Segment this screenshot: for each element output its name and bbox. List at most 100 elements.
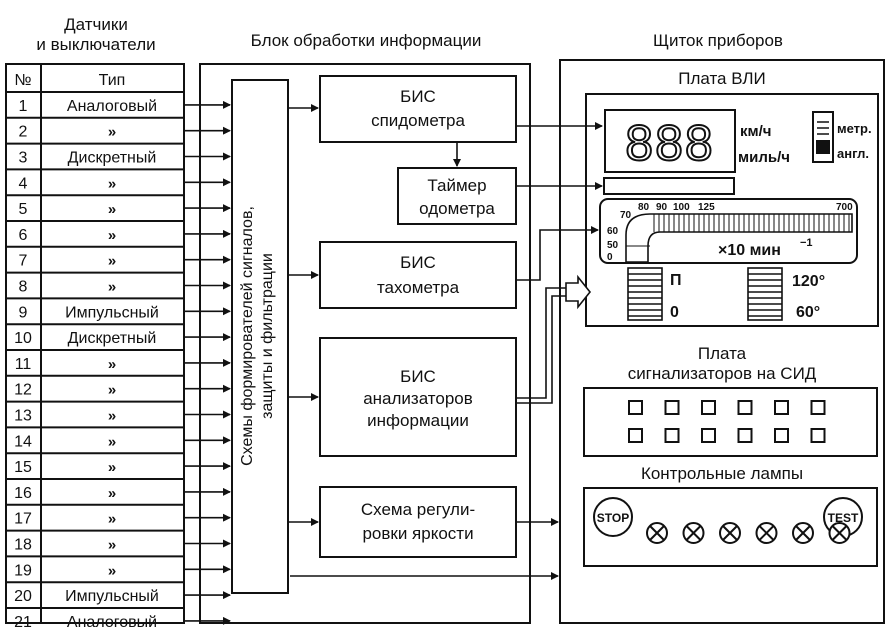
table-row-number: 4 — [19, 175, 28, 192]
tachometer-tick-marks — [626, 214, 850, 247]
led-indicator — [810, 400, 826, 415]
tacho-unit: ×10 мин — [718, 242, 781, 259]
odometer-timer-label-2: одометра — [419, 199, 495, 218]
mph-label: миль/ч — [738, 149, 790, 166]
tacho-tick-90: 90 — [656, 202, 668, 213]
table-row-type: » — [108, 511, 116, 528]
tacho-tick-60: 60 — [607, 226, 619, 237]
led-indicator — [774, 428, 789, 443]
table-row-type: Дискретный — [68, 330, 157, 347]
unit-indicator — [812, 111, 834, 163]
tacho-tick-125: 125 — [698, 202, 715, 213]
led-indicator — [701, 400, 716, 415]
warning-lamp-cross — [722, 525, 738, 541]
tachometer-lsi-label-1: БИС — [400, 253, 436, 272]
processing-header: Блок обработки информации — [251, 31, 482, 50]
table-row-number: 16 — [14, 485, 32, 502]
table-row-type: » — [108, 537, 116, 554]
unit-indicator-active — [816, 140, 830, 154]
signal-schemes-box — [231, 79, 289, 594]
warning-lamp-cross — [795, 525, 811, 541]
speed-digits: 888 — [625, 115, 714, 171]
tachometer-lsi-label-2: тахометра — [377, 278, 460, 297]
brightness-label-1: Схема регули- — [361, 500, 475, 519]
led-indicator — [664, 428, 680, 443]
warning-lamp-cross — [831, 525, 848, 541]
panel-header: Щиток приборов — [653, 31, 783, 50]
sensors-header-line1: Датчики — [64, 15, 128, 34]
brightness-control-box — [319, 486, 517, 558]
imperial-label: англ. — [837, 146, 869, 161]
tacho-tick-100: 100 — [673, 202, 690, 213]
stop-lamp-label: STOP — [597, 511, 629, 525]
table-row-number: 14 — [14, 433, 32, 450]
led-indicator — [628, 400, 643, 415]
table-row-type: » — [108, 562, 116, 579]
internal-arrows — [288, 104, 461, 526]
led-indicator — [664, 400, 680, 415]
table-row-number: 7 — [19, 253, 28, 270]
table-row-type: Аналоговый — [67, 98, 157, 115]
table-row-number: 3 — [19, 150, 28, 167]
table-row-number: 20 — [14, 588, 32, 605]
speedometer-lsi-label-2: спидометра — [371, 111, 465, 130]
table-row-number: 18 — [14, 537, 32, 554]
brightness-label-2: ровки яркости — [362, 524, 473, 543]
fuel-full-label: П — [670, 272, 682, 289]
warning-lamps-title: Контрольные лампы — [641, 464, 803, 483]
col-type-header: Тип — [99, 72, 126, 89]
unit-indicator-bars — [817, 121, 829, 135]
table-row-type: » — [108, 459, 116, 476]
odometer-timer-box — [397, 167, 517, 225]
table-row-type: Аналоговый — [67, 614, 157, 628]
analyzer-lsi-label-1: БИС — [400, 367, 436, 386]
table-row-number: 12 — [14, 382, 32, 399]
led-indicator — [737, 400, 753, 415]
tacho-tick-50: 50 — [607, 240, 619, 251]
table-row-type: » — [108, 227, 116, 244]
signal-schemes-label-2: защиты и фильтрации — [259, 253, 276, 419]
led-board-title-1: Плата — [698, 344, 747, 363]
table-row-number: 9 — [19, 304, 28, 321]
table-row-type: » — [108, 175, 116, 192]
tachometer-bar — [625, 213, 853, 263]
table-row-number: 2 — [19, 124, 28, 141]
test-lamp-label: TEST — [828, 511, 859, 525]
table-row-type: » — [108, 485, 116, 502]
led-board — [583, 387, 878, 457]
tacho-unit-exponent: −1 — [800, 237, 813, 249]
table-row-number: 6 — [19, 227, 28, 244]
table-row-number: 19 — [14, 562, 32, 579]
led-indicator — [701, 428, 716, 443]
speed-display — [604, 109, 736, 173]
led-indicator — [737, 428, 753, 443]
temp-gauge — [747, 267, 783, 321]
warning-lamp-cross — [649, 525, 665, 541]
metric-label: метр. — [837, 121, 872, 136]
table-row-type: » — [108, 382, 116, 399]
temp-low-label: 60° — [796, 304, 820, 321]
warning-lamp-cross — [758, 525, 775, 541]
speedometer-lsi-label-1: БИС — [400, 87, 436, 106]
table-row-number: 15 — [14, 459, 32, 476]
odometer-display — [603, 177, 735, 195]
fuel-gauge — [627, 267, 663, 321]
tachometer-lsi-box — [319, 241, 517, 309]
bus-arrow — [565, 274, 592, 310]
tacho-tick-700: 700 — [836, 202, 853, 213]
table-row-number: 1 — [19, 98, 28, 115]
table-row-type: » — [108, 124, 116, 141]
table-row-number: 8 — [19, 279, 28, 296]
table-row-number: 17 — [14, 511, 32, 528]
led-indicator — [810, 428, 826, 443]
table-row-type: Импульсный — [65, 588, 159, 605]
table-row-type: » — [108, 356, 116, 373]
led-indicator — [774, 400, 789, 415]
tacho-tick-70: 70 — [620, 210, 632, 221]
stop-lamp — [593, 497, 633, 537]
tacho-tick-0: 0 — [607, 252, 613, 263]
speedometer-lsi-box — [319, 75, 517, 143]
analyzer-lsi-box — [319, 337, 517, 457]
fuel-empty-label: 0 — [670, 304, 679, 321]
